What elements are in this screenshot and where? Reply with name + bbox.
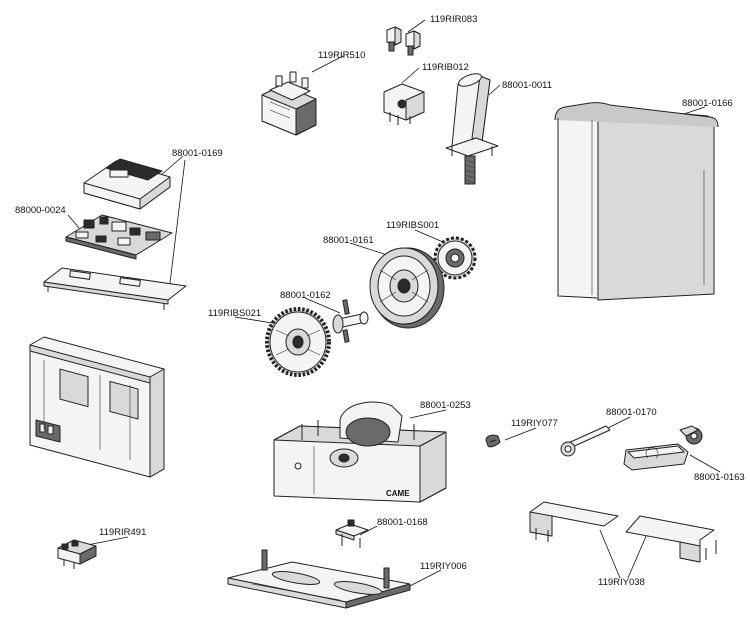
chassis-frame-icon bbox=[29, 336, 165, 478]
label-88001-0168: 88001-0168 bbox=[377, 517, 428, 528]
came-logo: CAME bbox=[386, 489, 410, 498]
part-119RIR491-icon bbox=[57, 539, 97, 569]
label-88001-0011: 88001-0011 bbox=[502, 80, 552, 91]
part-88001-0169-plate-icon bbox=[43, 267, 187, 310]
label-119RIY077: 119RIY077 bbox=[511, 418, 558, 429]
label-88001-0170: 88001-0170 bbox=[606, 407, 657, 418]
part-119RIBS001-icon bbox=[433, 236, 477, 280]
part-119RIY038-icon bbox=[529, 501, 717, 563]
part-88001-0163-icon bbox=[623, 425, 703, 471]
part-88001-0162-icon bbox=[332, 299, 369, 343]
part-119RIR510-icon bbox=[261, 71, 317, 136]
part-labels: 119RIR083 119RIR510 119RIB012 88001-0011… bbox=[15, 14, 745, 588]
label-88001-0163: 88001-0163 bbox=[694, 472, 745, 483]
part-88001-0253-icon: CAME bbox=[273, 401, 447, 503]
part-88000-0024-icon bbox=[65, 214, 173, 260]
label-119RIY038: 119RIY038 bbox=[598, 577, 645, 588]
part-119RIB012-icon bbox=[383, 83, 425, 125]
label-88001-0162: 88001-0162 bbox=[280, 290, 331, 301]
part-88001-0170-icon bbox=[560, 425, 611, 457]
part-88001-0011-icon bbox=[445, 73, 499, 185]
label-119RIR083: 119RIR083 bbox=[430, 14, 477, 25]
part-88001-0166-icon bbox=[554, 102, 719, 301]
part-88001-0161-icon bbox=[369, 247, 445, 329]
label-119RIB012: 119RIB012 bbox=[422, 62, 469, 73]
label-119RIY006: 119RIY006 bbox=[420, 561, 467, 572]
label-88001-0161: 88001-0161 bbox=[323, 235, 374, 246]
label-119RIR491: 119RIR491 bbox=[99, 527, 146, 538]
label-119RIBS001: 119RIBS001 bbox=[386, 220, 439, 231]
label-119RIR510: 119RIR510 bbox=[318, 50, 365, 61]
label-88001-0169: 88001-0169 bbox=[172, 148, 223, 159]
part-88001-0168-icon bbox=[335, 519, 369, 548]
label-88001-0166: 88001-0166 bbox=[682, 98, 733, 109]
label-88001-0253: 88001-0253 bbox=[420, 400, 471, 411]
leader-lines bbox=[67, 19, 721, 588]
part-88001-0169-icon bbox=[83, 158, 171, 210]
label-119RIBS021: 119RIBS021 bbox=[208, 308, 261, 319]
label-88000-0024: 88000-0024 bbox=[15, 205, 66, 216]
part-119RIR083-icon bbox=[386, 26, 421, 56]
part-119RIY006-icon bbox=[227, 549, 411, 609]
part-119RIBS021-icon bbox=[265, 307, 331, 377]
part-119RIY077-icon bbox=[485, 434, 501, 448]
